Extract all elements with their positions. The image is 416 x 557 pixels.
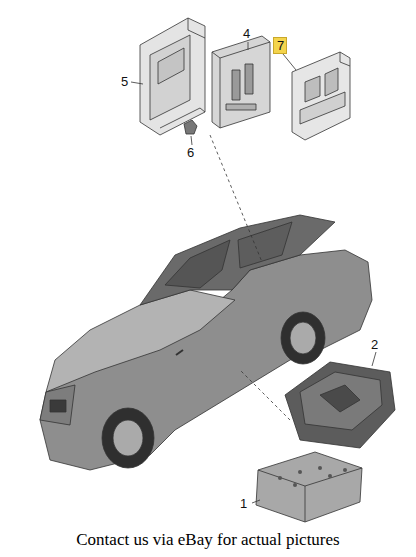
callout-number: 7 (277, 38, 286, 53)
callout-number: 5 (121, 74, 128, 89)
callout-number: 2 (371, 337, 378, 352)
callout-number: 4 (243, 26, 250, 41)
highlight-box: 7 (273, 37, 287, 54)
callout-number: 6 (187, 145, 194, 160)
caption: Contact us via eBay for actual pictures (0, 530, 416, 550)
callout-number: 1 (240, 496, 247, 511)
